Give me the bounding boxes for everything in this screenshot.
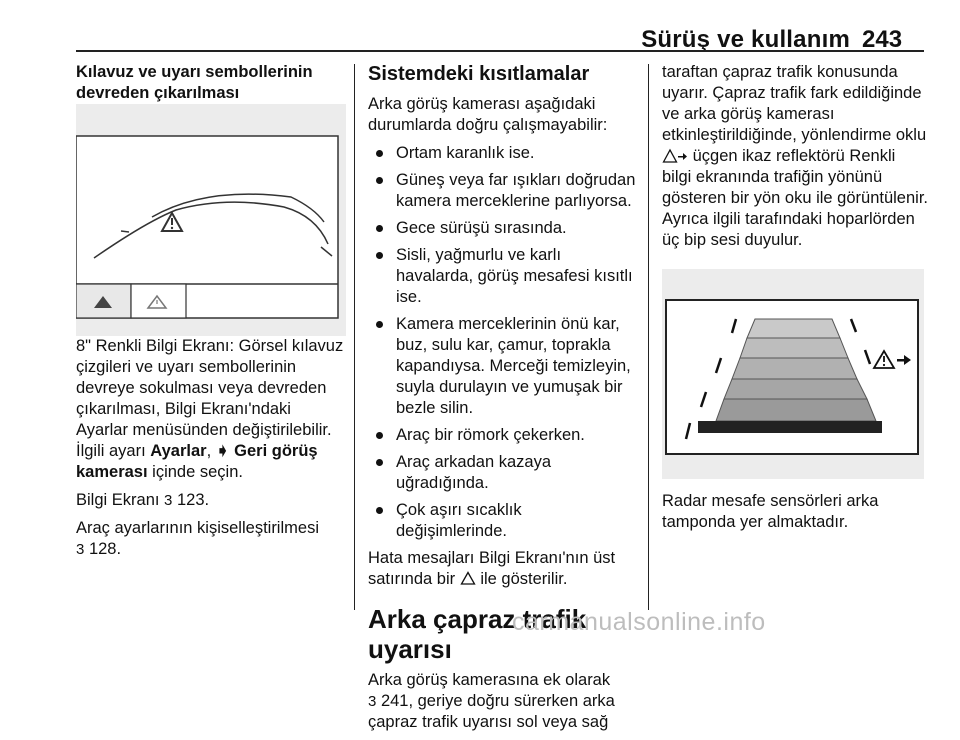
page-ref-icon: 3 — [76, 541, 85, 558]
list-item: Araç bir römork çekerken. — [368, 425, 636, 446]
column-divider-1 — [354, 64, 355, 610]
right-arrow-icon: ➧ — [215, 442, 230, 460]
column-divider-2 — [648, 64, 649, 610]
limits-intro: Arka görüş kamerası aşağıdaki durumlarda… — [368, 95, 608, 134]
guide-heading: Kılavuz ve uyarı sembollerinin devreden … — [76, 63, 313, 102]
settings-menu-label: Ayarlar — [150, 442, 207, 460]
list-item: Gece sürüşü sırasında. — [368, 218, 636, 239]
settings-paragraph: 8" Renkli Bilgi Ekranı: Görsel kılavuz ç… — [76, 337, 344, 481]
guideline-settings-figure — [76, 104, 346, 336]
page-header-title: Sürüş ve kullanım — [641, 26, 850, 53]
page-number: 243 — [862, 26, 903, 53]
warning-triangle-arrow-icon — [872, 349, 911, 369]
column-2: Sistemdeki kısıtlamalar Arka görüş kamer… — [368, 62, 636, 740]
watermark: carmanualsonline.info — [512, 608, 766, 636]
error-message-text: Hata mesajları Bilgi Ekranı'nın üst satı… — [368, 549, 616, 588]
list-item: Sisli, yağmurlu ve karlı havalarda, görü… — [368, 245, 636, 308]
column-3: taraftan çapraz trafik konusunda uyarır.… — [662, 62, 928, 540]
page-ref-icon: 3 — [164, 492, 173, 509]
rear-camera-setting-label: Geri görüş kamerası — [76, 442, 318, 481]
personalize-ref: Araç ayarlarının kişiselleştirilmesi 3 1… — [76, 519, 319, 558]
rear-cross-traffic-figure — [662, 269, 924, 479]
header-divider — [76, 50, 924, 52]
list-item: Çok aşırı sıcaklık değişimlerinde. — [368, 500, 636, 542]
list-item: Araç arkadan kazaya uğradığında. — [368, 452, 636, 494]
guideline-arc — [93, 201, 329, 259]
warning-triangle-icon — [160, 210, 184, 232]
cross-traffic-description: taraftan çapraz trafik konusunda uyarır.… — [662, 63, 928, 249]
warning-triangle-icon — [460, 571, 476, 585]
list-item: Kamera merceklerinin önü kar, buz, sulu … — [368, 314, 636, 419]
radar-sensor-text: Radar mesafe sensörleri arka tamponda ye… — [662, 492, 879, 531]
limits-list: Ortam karanlık ise. Güneş veya far ışıkl… — [368, 143, 636, 542]
page-ref-icon: 3 — [368, 693, 377, 710]
list-item: Ortam karanlık ise. — [368, 143, 636, 164]
cross-traffic-text: Arka görüş kamerasına ek olarak 3 241, g… — [368, 671, 615, 731]
warning-triangle-arrow-icon — [662, 148, 687, 163]
warning-toggle-button — [130, 283, 187, 319]
info-display-ref: Bilgi Ekranı 3 123. — [76, 491, 210, 509]
list-item: Güneş veya far ışıkları doğrudan kamera … — [368, 170, 636, 212]
bumper-bar — [698, 421, 882, 433]
column-1: Kılavuz ve uyarı sembollerinin devreden … — [76, 62, 346, 567]
system-limits-heading: Sistemdeki kısıtlamalar — [368, 63, 590, 85]
